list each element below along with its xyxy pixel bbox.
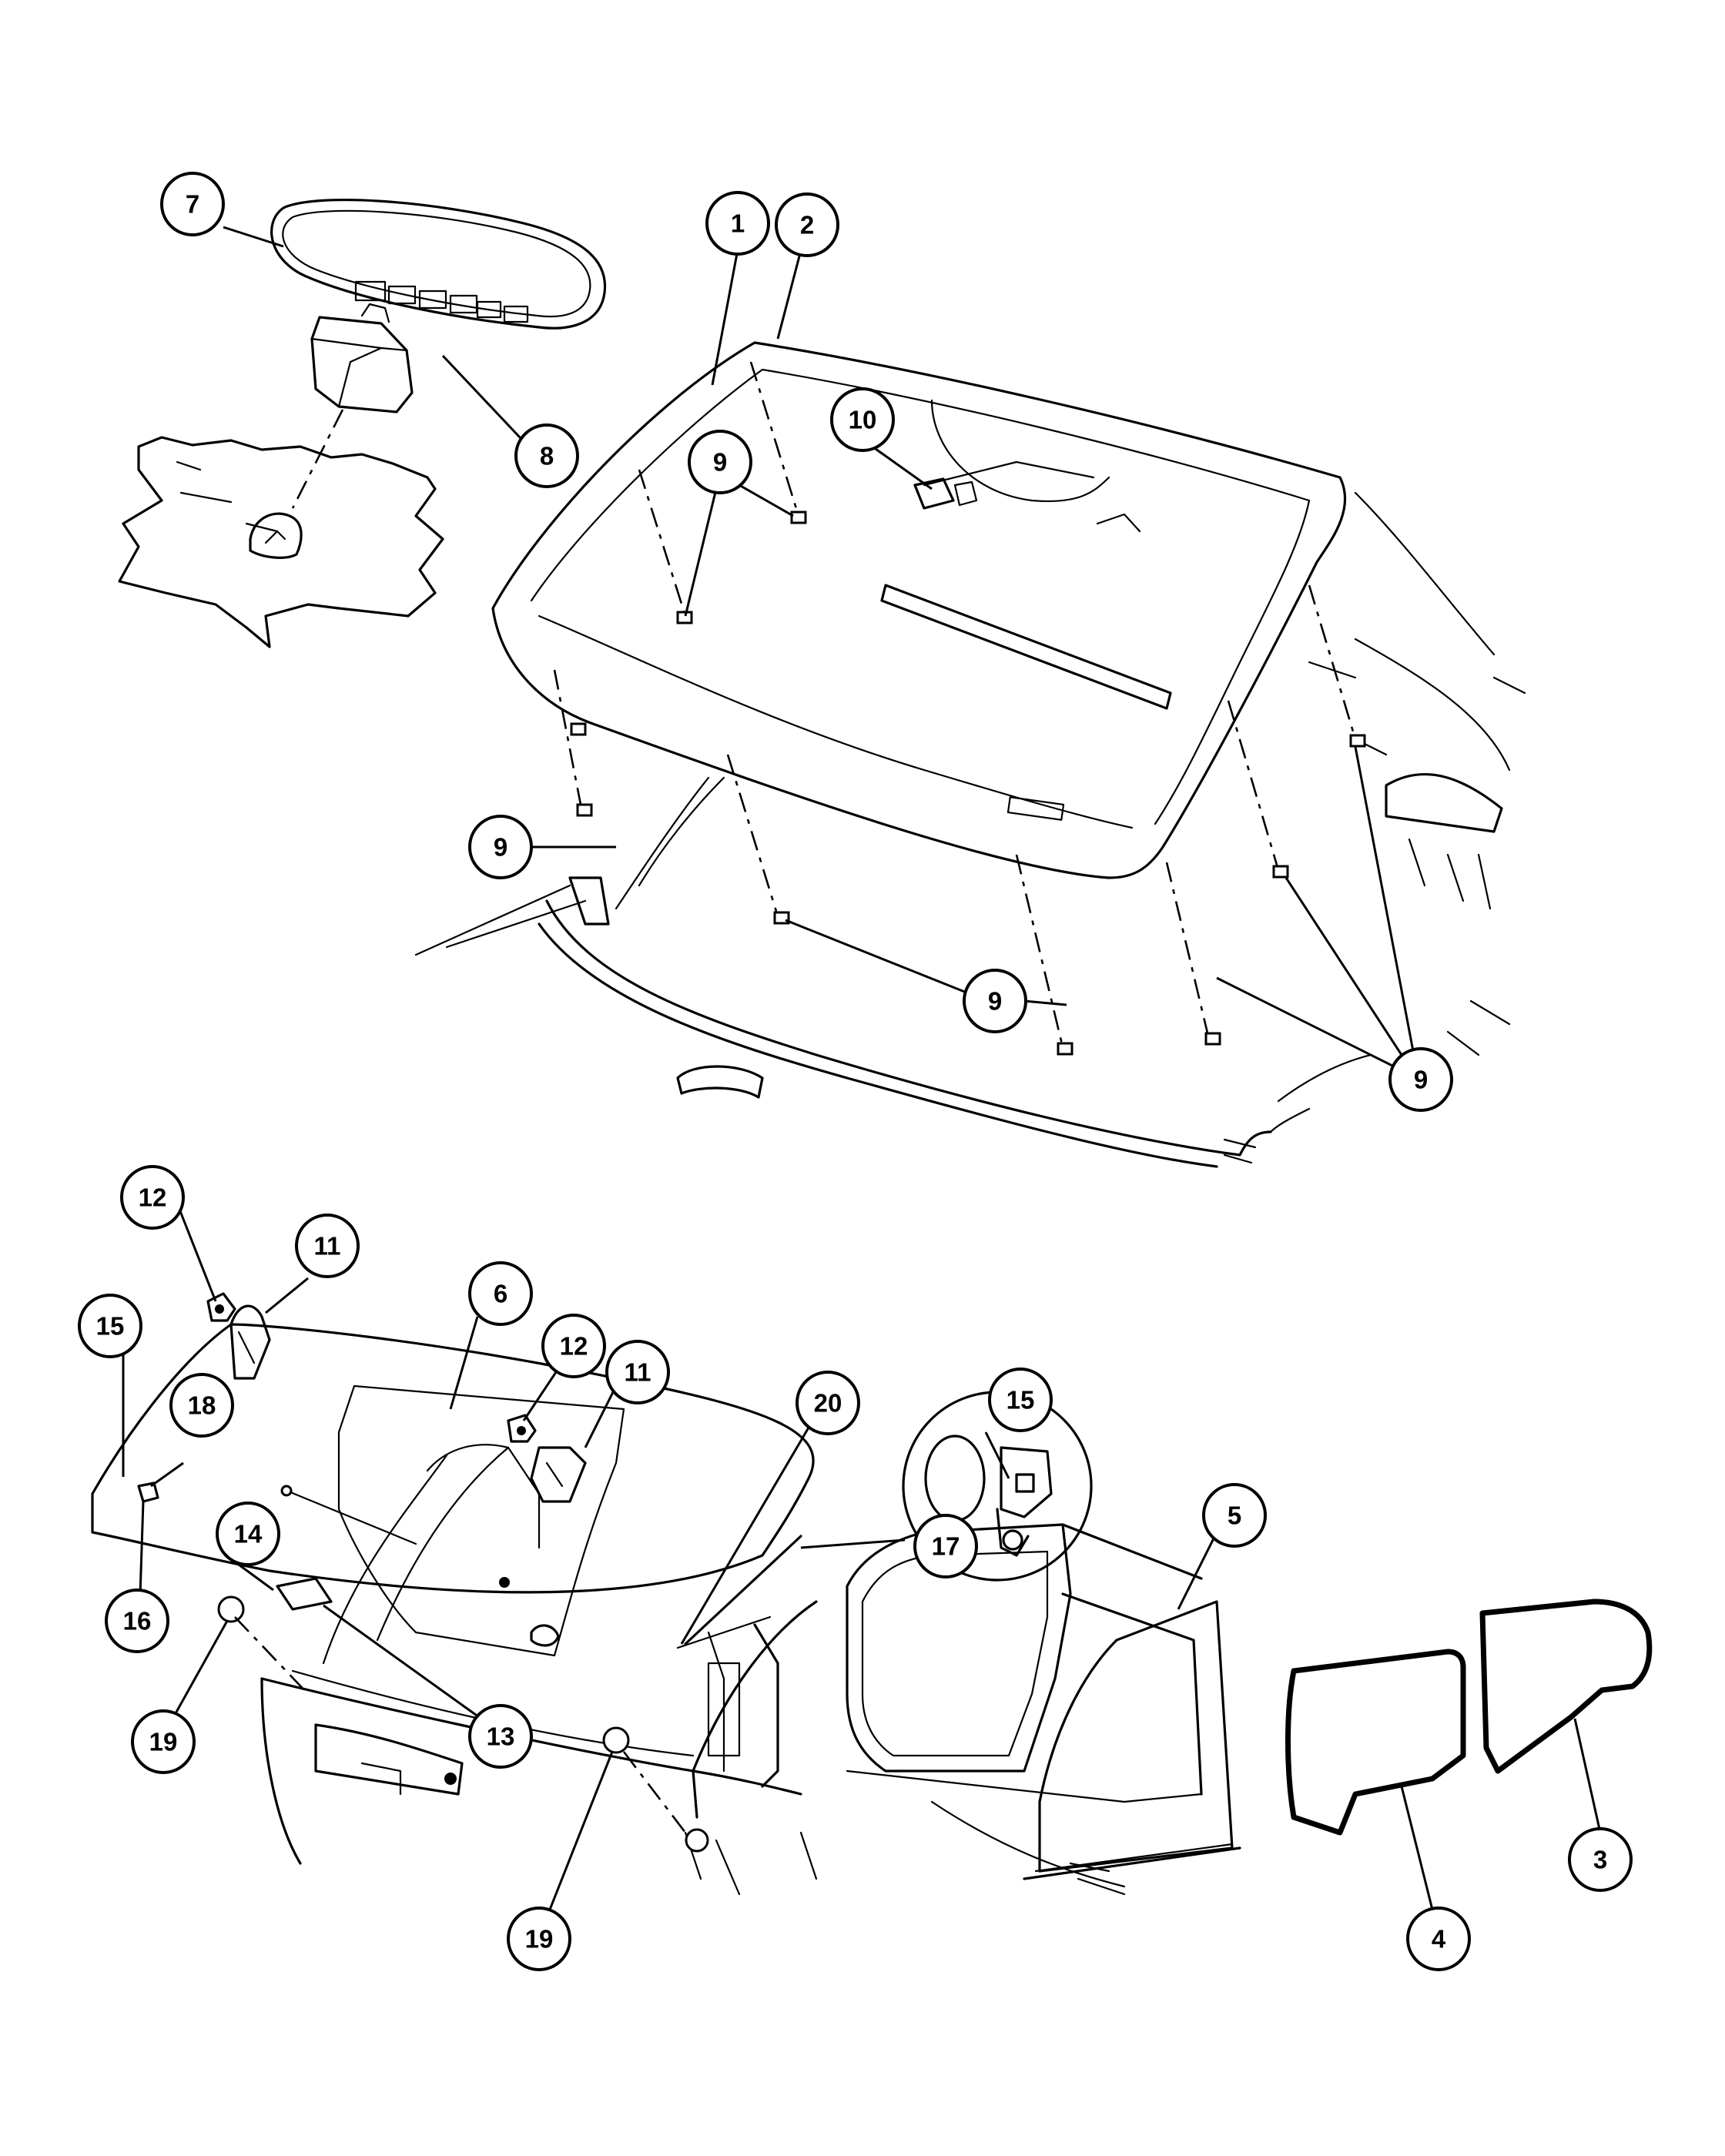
liftgate-hinge-right <box>530 1446 587 1503</box>
svg-text:10: 10 <box>849 406 877 434</box>
svg-text:19: 19 <box>525 1925 554 1953</box>
hinge-nut-left <box>206 1292 236 1322</box>
callout-12-right: 12 <box>541 1314 606 1378</box>
svg-text:17: 17 <box>932 1532 960 1561</box>
callout-10: 10 <box>830 387 895 452</box>
hinge-nut-right <box>507 1414 537 1443</box>
callout-16: 16 <box>105 1589 169 1653</box>
callout-17: 17 <box>913 1514 978 1578</box>
callout-9-top: 9 <box>688 430 752 494</box>
callout-12-left: 12 <box>120 1165 185 1230</box>
callout-11-left: 11 <box>295 1214 360 1278</box>
svg-text:11: 11 <box>625 1358 651 1387</box>
windshield-rain-sensor <box>913 477 978 510</box>
callout-2: 2 <box>775 192 839 257</box>
svg-text:20: 20 <box>814 1389 842 1418</box>
callout-9-center: 9 <box>963 969 1027 1033</box>
liftgate-struts <box>280 1485 802 1649</box>
svg-text:1: 1 <box>731 209 745 238</box>
callout-14: 14 <box>216 1502 280 1566</box>
callout-7: 7 <box>160 172 225 236</box>
cowl-and-body <box>414 491 1526 1168</box>
callout-19-left: 19 <box>131 1709 196 1774</box>
callout-15-inset: 15 <box>988 1368 1053 1432</box>
callout-3: 3 <box>1568 1827 1633 1892</box>
svg-text:7: 7 <box>186 190 199 219</box>
svg-text:3: 3 <box>1593 1846 1607 1874</box>
callout-4: 4 <box>1406 1907 1471 1971</box>
svg-text:2: 2 <box>800 211 814 239</box>
callout-15-left: 15 <box>78 1294 142 1358</box>
door-glass-4 <box>1285 1649 1466 1836</box>
callout-9-left: 9 <box>468 815 533 879</box>
svg-text:5: 5 <box>1228 1502 1241 1530</box>
svg-text:12: 12 <box>139 1183 167 1212</box>
callout-18: 18 <box>169 1373 234 1438</box>
svg-text:8: 8 <box>540 442 554 470</box>
liftgate-glass <box>91 1323 815 1657</box>
svg-text:15: 15 <box>96 1312 125 1341</box>
liftgate-hinge-left <box>229 1304 271 1380</box>
svg-text:18: 18 <box>188 1391 216 1420</box>
svg-text:9: 9 <box>494 833 507 862</box>
svg-text:9: 9 <box>713 448 727 477</box>
callout-11-right: 11 <box>605 1340 670 1404</box>
svg-text:19: 19 <box>149 1728 178 1756</box>
svg-text:15: 15 <box>1007 1386 1035 1414</box>
svg-text:4: 4 <box>1432 1925 1446 1953</box>
leader-lines <box>122 226 1602 1914</box>
svg-text:9: 9 <box>1414 1066 1428 1094</box>
mirror-mount-bracket <box>310 303 414 413</box>
svg-text:16: 16 <box>123 1607 152 1635</box>
callout-5: 5 <box>1202 1483 1267 1548</box>
callout-19-right: 19 <box>507 1907 571 1971</box>
mirror-dashline <box>291 409 344 509</box>
callouts: 7 8 1 2 10 9 9 9 9 12 11 15 6 18 12 11 2… <box>78 172 1633 1971</box>
callout-9-right: 9 <box>1388 1047 1453 1112</box>
rearview-mirror <box>270 199 607 330</box>
windshield-glass <box>491 341 1347 879</box>
door-glass-3 <box>1479 1599 1653 1774</box>
callout-13: 13 <box>468 1704 533 1769</box>
svg-text:13: 13 <box>487 1722 515 1751</box>
liftgate-bumper-clips <box>137 1481 687 1833</box>
quarter-glass-5 <box>1023 1600 1241 1880</box>
svg-text:9: 9 <box>988 987 1002 1016</box>
svg-text:14: 14 <box>234 1520 263 1548</box>
svg-text:12: 12 <box>560 1332 588 1361</box>
svg-text:6: 6 <box>494 1280 507 1308</box>
windshield-mirror-button <box>118 436 444 648</box>
quarter-panel-and-glass <box>846 1523 1203 1896</box>
callout-8: 8 <box>514 424 579 488</box>
callout-1: 1 <box>705 191 770 256</box>
callout-20: 20 <box>796 1371 860 1435</box>
svg-text:11: 11 <box>314 1232 341 1260</box>
windshield-clips <box>553 361 1366 1056</box>
callout-6: 6 <box>468 1261 533 1326</box>
